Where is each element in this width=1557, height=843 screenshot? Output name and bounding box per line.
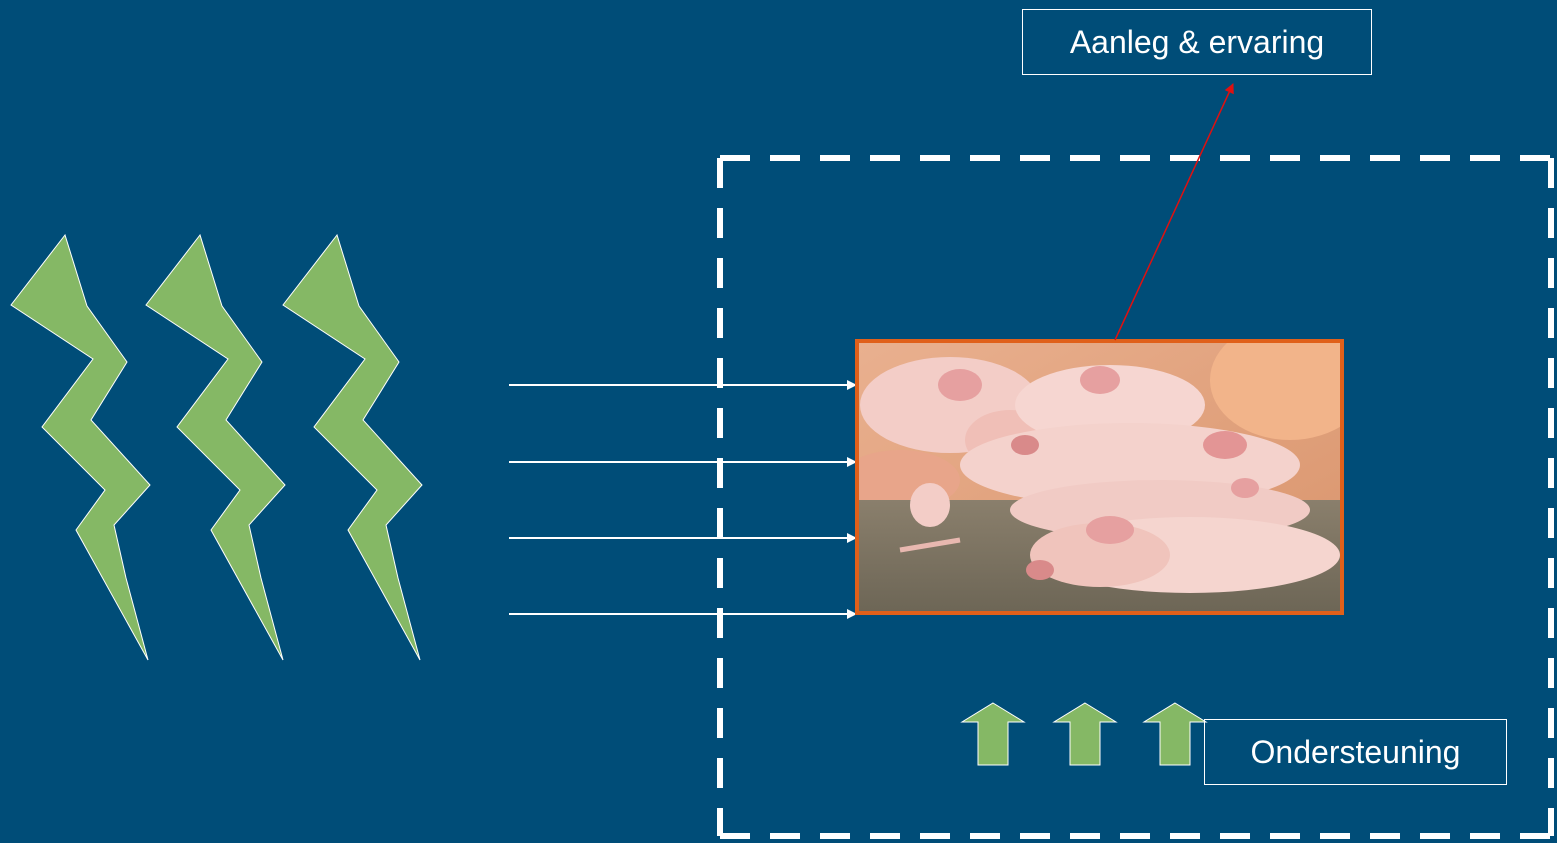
ondersteuning-text: Ondersteuning: [1251, 734, 1461, 771]
ondersteuning-label: Ondersteuning: [1204, 719, 1507, 785]
lightning-bolt-icon: [283, 235, 422, 660]
lightning-bolt-icon: [11, 235, 150, 660]
lightning-bolt-icon: [146, 235, 285, 660]
up-arrow-icon: [962, 703, 1024, 765]
lightning-bolts: [11, 235, 422, 660]
aanleg-ervaring-text: Aanleg & ervaring: [1070, 24, 1324, 61]
input-arrows: [509, 385, 856, 614]
up-arrow-icon: [1144, 703, 1206, 765]
aanleg-ervaring-label: Aanleg & ervaring: [1022, 9, 1372, 75]
piglets-photo: [840, 320, 1370, 612]
pointer-arrow: [1115, 84, 1233, 340]
support-arrows: [962, 703, 1206, 765]
up-arrow-icon: [1054, 703, 1116, 765]
